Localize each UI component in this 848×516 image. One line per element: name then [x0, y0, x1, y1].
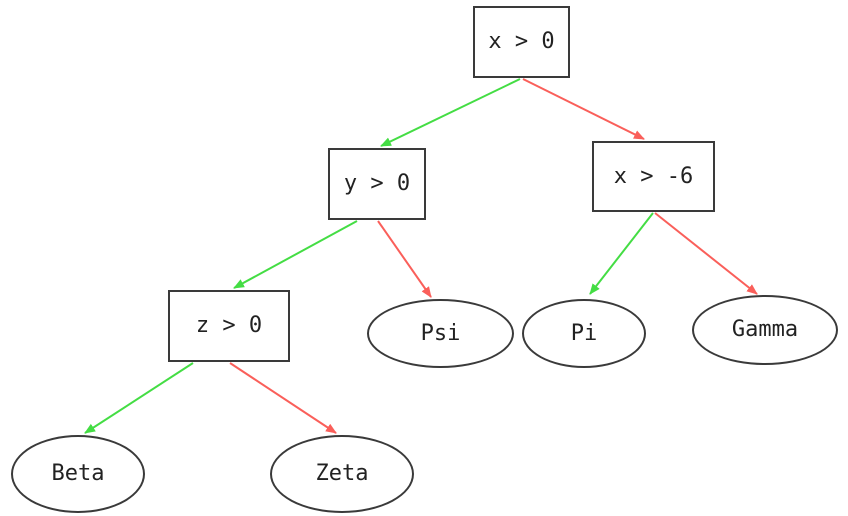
- node-pi: Pi: [522, 299, 646, 368]
- edge-y-check-to-z-check-true: [233, 220, 358, 289]
- node-zeta-label: Zeta: [315, 461, 369, 486]
- node-psi: Psi: [367, 299, 514, 368]
- node-x-gt-0-label: x > 0: [488, 29, 555, 54]
- edge-x-check-to-gamma-false: [654, 212, 758, 295]
- node-y-gt-0-label: y > 0: [343, 171, 411, 196]
- node-psi-label: Psi: [420, 320, 461, 346]
- node-y-gt-0: y > 0: [328, 148, 426, 220]
- edge-z-check-to-beta-true: [84, 362, 194, 434]
- edge-root-to-x-check-false: [522, 78, 645, 140]
- node-z-gt-0: z > 0: [168, 290, 290, 362]
- edge-root-to-y-check-true: [380, 78, 521, 147]
- node-x-gt-0: x > 0: [473, 6, 570, 78]
- node-beta-label: Beta: [51, 461, 105, 486]
- node-beta: Beta: [11, 435, 145, 513]
- node-pi-label: Pi: [570, 320, 598, 346]
- node-x-gt-neg6-label: x > -6: [613, 163, 694, 189]
- edge-z-check-to-zeta-false: [229, 362, 337, 434]
- edge-x-check-to-pi-true: [589, 212, 654, 295]
- node-gamma-label: Gamma: [731, 317, 799, 342]
- node-x-gt-neg6: x > -6: [592, 141, 715, 212]
- node-z-gt-0-label: z > 0: [195, 313, 263, 338]
- edge-y-check-to-psi-false: [377, 220, 432, 298]
- node-gamma: Gamma: [692, 295, 838, 365]
- node-zeta: Zeta: [270, 435, 414, 513]
